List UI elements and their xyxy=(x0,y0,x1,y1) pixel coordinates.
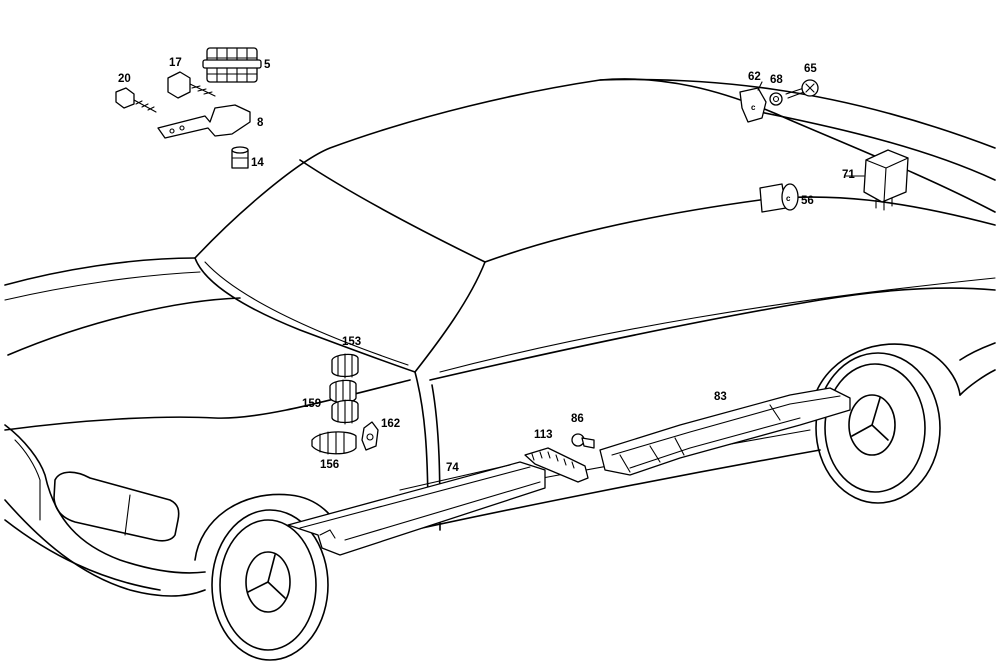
part-153-plug[interactable] xyxy=(331,353,359,379)
part-20-screw[interactable] xyxy=(115,87,157,113)
part-74-sill-panel[interactable] xyxy=(287,461,546,556)
headlight xyxy=(53,471,180,542)
trunk-line xyxy=(759,111,996,181)
label-113: 113 xyxy=(534,429,553,441)
windshield-inner xyxy=(204,261,409,366)
part-65-screw[interactable] xyxy=(785,79,819,99)
part-labels: 5 8 14 17 20 56 62 65 68 71 74 83 86 113… xyxy=(118,57,855,474)
roof-rear-edge xyxy=(599,78,996,149)
hood-line xyxy=(4,257,196,286)
windshield xyxy=(194,257,416,373)
leader-lines xyxy=(757,81,865,177)
rear-quarter xyxy=(959,369,996,396)
part-162-clip[interactable] xyxy=(361,421,379,451)
label-153: 153 xyxy=(342,336,361,348)
hood-crease xyxy=(7,297,241,356)
label-62: 62 xyxy=(748,71,761,83)
part-14-grommet[interactable] xyxy=(231,146,249,169)
label-162: 162 xyxy=(381,418,400,430)
label-17: 17 xyxy=(169,57,182,69)
label-159: 159 xyxy=(302,398,321,410)
rear-hub-star xyxy=(851,397,889,441)
bumper-lower xyxy=(4,499,206,597)
part-56-clip[interactable]: c xyxy=(759,183,799,213)
side-window xyxy=(484,196,996,263)
label-83: 83 xyxy=(714,391,727,403)
part-156-plug[interactable] xyxy=(311,431,357,455)
clip-c-mark-2: c xyxy=(786,194,791,203)
bumper-line xyxy=(4,519,161,591)
rear-tire xyxy=(815,352,941,504)
front-bumper xyxy=(4,424,206,574)
label-20: 20 xyxy=(118,73,131,85)
label-74: 74 xyxy=(446,462,459,474)
label-14: 14 xyxy=(251,157,264,169)
part-86-fastener[interactable] xyxy=(571,433,595,449)
label-156: 156 xyxy=(320,459,339,471)
part-71-relay[interactable] xyxy=(863,149,909,211)
headlight-divider xyxy=(124,494,131,536)
part-68-washer[interactable] xyxy=(769,92,783,106)
window-sill xyxy=(429,287,996,381)
part-8-bracket[interactable] xyxy=(157,104,251,139)
clip-c-mark: c xyxy=(751,103,756,112)
part-17-screw[interactable] xyxy=(167,71,216,99)
label-56: 56 xyxy=(801,195,814,207)
label-8: 8 xyxy=(257,117,264,129)
belt-line xyxy=(439,277,996,373)
grille xyxy=(14,439,41,521)
part-113-bracket[interactable] xyxy=(524,447,589,483)
a-pillar xyxy=(299,159,486,263)
part-159-plugs[interactable] xyxy=(329,379,359,425)
rear-tire-inner xyxy=(824,363,926,493)
front-tire xyxy=(211,509,329,661)
rear-bumper xyxy=(959,342,996,361)
part-5-connector-block[interactable] xyxy=(202,47,262,83)
rear-wheel-arch xyxy=(814,343,961,396)
car-body-outline xyxy=(4,78,996,661)
rear-hub xyxy=(848,394,896,456)
label-68: 68 xyxy=(770,74,783,86)
label-71: 71 xyxy=(842,169,855,181)
a-pillar-2 xyxy=(414,261,486,373)
label-5: 5 xyxy=(264,59,271,71)
label-65: 65 xyxy=(804,63,817,75)
front-tire-inner xyxy=(219,519,317,651)
hood-crease-2 xyxy=(4,271,201,301)
front-hub-star xyxy=(247,554,286,599)
part-62-clip[interactable]: c xyxy=(739,87,767,123)
label-86: 86 xyxy=(571,413,584,425)
front-hub xyxy=(245,551,291,613)
part-83-rocker-panel[interactable] xyxy=(599,387,851,476)
